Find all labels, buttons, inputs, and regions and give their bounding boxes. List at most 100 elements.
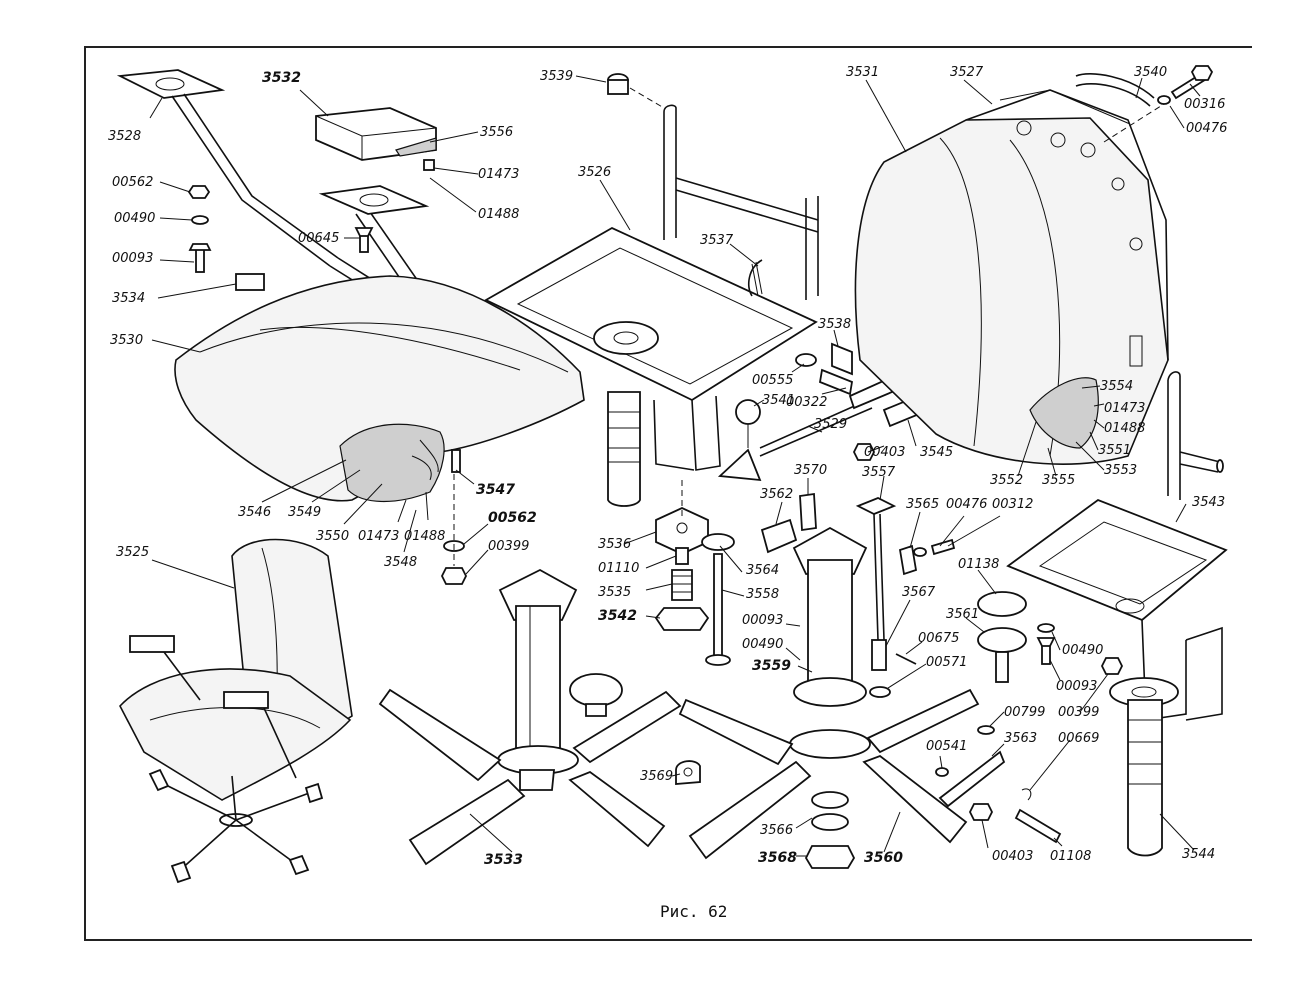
label-01138: 01138	[958, 557, 999, 572]
label-3542: 3542	[598, 608, 637, 624]
label-3568: 3568	[758, 850, 797, 866]
label-01488-b: 01488	[404, 529, 445, 544]
label-01473-c: 01473	[1104, 401, 1145, 416]
label-01473-b: 01473	[358, 529, 399, 544]
label-3537: 3537	[700, 233, 734, 248]
label-00312: 00312	[992, 497, 1033, 512]
label-3547: 3547	[476, 482, 515, 498]
label-3525: 3525	[116, 545, 149, 560]
frame-bottom-rule	[84, 939, 1252, 941]
base-3560	[678, 492, 980, 869]
label-3534: 3534	[112, 291, 145, 306]
label-01110: 01110	[598, 561, 639, 576]
label-3539: 3539	[540, 69, 573, 84]
label-3544: 3544	[1182, 847, 1215, 862]
back-support-post	[1167, 371, 1224, 500]
column-3544	[1109, 677, 1179, 857]
label-3550: 3550	[316, 529, 349, 544]
label-00675: 00675	[918, 631, 959, 646]
label-3549: 3549	[288, 505, 321, 520]
base-3533	[378, 568, 682, 866]
lever-3569	[675, 760, 701, 785]
label-3551: 3551	[1098, 443, 1131, 458]
seat-column-3526	[607, 391, 641, 507]
label-00403-a: 00403	[864, 445, 905, 460]
label-3527: 3527	[950, 65, 984, 80]
label-00562-a: 00562	[112, 175, 153, 190]
label-3529: 3529	[814, 417, 847, 432]
label-00093-c: 00093	[1056, 679, 1097, 694]
label-3560: 3560	[864, 850, 903, 866]
label-3531: 3531	[846, 65, 879, 80]
label-00322: 00322	[786, 395, 827, 410]
label-3556: 3556	[480, 125, 513, 140]
label-00669: 00669	[1058, 731, 1099, 746]
label-00555: 00555	[752, 373, 793, 388]
label-00399-a: 00399	[488, 539, 529, 554]
label-00403-b: 00403	[992, 849, 1033, 864]
label-3570: 3570	[794, 463, 827, 478]
label-00476-a: 00476	[1186, 121, 1227, 136]
label-3530: 3530	[110, 333, 143, 348]
label-3536: 3536	[598, 537, 631, 552]
label-00476-b: 00476	[946, 497, 987, 512]
label-3540: 3540	[1134, 65, 1167, 80]
piston-3557	[855, 497, 956, 698]
label-3526: 3526	[578, 165, 611, 180]
label-3564: 3564	[746, 563, 779, 578]
label-3557: 3557	[862, 465, 896, 480]
label-3533: 3533	[484, 852, 523, 868]
label-00490-c: 00490	[1062, 643, 1103, 658]
seat-frame-3526	[484, 73, 819, 471]
label-01473-a: 01473	[478, 167, 519, 182]
figure-caption: Рис. 62	[660, 902, 728, 921]
backrest-3531	[854, 89, 1169, 465]
seat-frame-3543	[1006, 498, 1228, 721]
label-3562: 3562	[760, 487, 793, 502]
label-3554: 3554	[1100, 379, 1133, 394]
fasteners-seat	[440, 474, 468, 585]
column-fittings	[654, 480, 710, 631]
label-3541: 3541	[762, 393, 795, 408]
label-00490-b: 00490	[742, 637, 783, 652]
backrest-bracket-3540	[1075, 65, 1214, 143]
seat-cushion-3530	[174, 275, 585, 503]
part-labels: 3528 3532 3556 01473 01488 00562 00490 0…	[108, 65, 1227, 868]
label-00562-b: 00562	[488, 510, 537, 526]
label-3563: 3563	[1004, 731, 1037, 746]
label-01488-c: 01488	[1104, 421, 1145, 436]
label-3561: 3561	[946, 607, 979, 622]
label-3552: 3552	[990, 473, 1023, 488]
fasteners-right	[1036, 623, 1124, 675]
label-3543: 3543	[1192, 495, 1225, 510]
label-00571: 00571	[926, 655, 967, 670]
label-00093-b: 00093	[742, 613, 783, 628]
label-3546: 3546	[238, 505, 271, 520]
label-3538: 3538	[818, 317, 851, 332]
armrest-pad-3532	[315, 107, 437, 171]
label-3558: 3558	[746, 587, 779, 602]
label-00799: 00799	[1004, 705, 1045, 720]
label-01108: 01108	[1050, 849, 1091, 864]
label-3559: 3559	[752, 658, 791, 674]
label-3545: 3545	[920, 445, 953, 460]
label-00645: 00645	[298, 231, 339, 246]
label-3565: 3565	[906, 497, 939, 512]
label-3548: 3548	[384, 555, 417, 570]
label-3569: 3569	[640, 769, 673, 784]
frame-left-rule	[84, 46, 86, 941]
label-3553: 3553	[1104, 463, 1137, 478]
label-00490-a: 00490	[114, 211, 155, 226]
chair-preview-3525	[119, 538, 353, 884]
label-00093-a: 00093	[112, 251, 153, 266]
label-3566: 3566	[760, 823, 793, 838]
label-00316: 00316	[1184, 97, 1225, 112]
link-3563	[935, 725, 1062, 844]
label-3535: 3535	[598, 585, 631, 600]
label-00541: 00541	[926, 739, 967, 754]
caps-01138-3561	[977, 591, 1027, 683]
label-3532: 3532	[262, 70, 301, 86]
label-00399-b: 00399	[1058, 705, 1099, 720]
